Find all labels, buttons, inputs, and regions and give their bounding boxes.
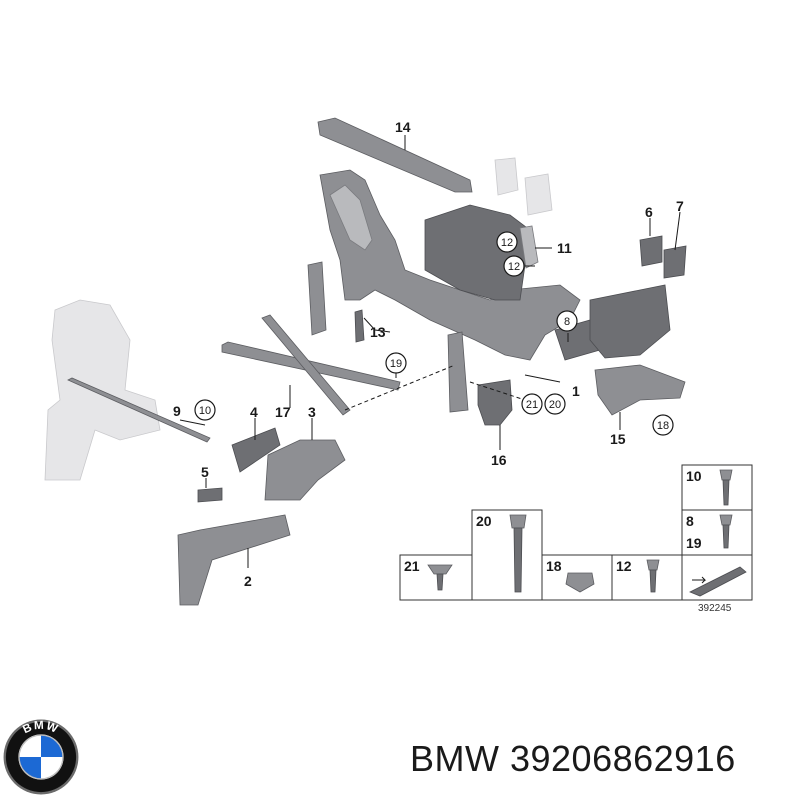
diagram-ref-number: 392245 (698, 603, 732, 614)
table-label-19: 19 (686, 535, 702, 551)
wedge-symbol-icon (689, 566, 747, 597)
table-label-18: 18 (546, 558, 562, 574)
callout-12a-circle (496, 231, 518, 253)
callout-19: 19 (390, 358, 402, 370)
front-frame-part (307, 169, 601, 413)
callout-16: 16 (491, 452, 507, 468)
callout-8-circle (556, 310, 578, 332)
callout-17: 17 (275, 404, 291, 420)
part-17-xbrace (221, 314, 401, 416)
callout-10-circle (194, 399, 216, 421)
callout-1: 1 (572, 383, 580, 399)
part-13-bracket (354, 309, 365, 343)
callout-20: 20 (549, 399, 561, 411)
table-label-21: 21 (404, 558, 420, 574)
callout-10: 10 (199, 405, 211, 417)
part-3-mount (264, 439, 346, 501)
table-label-8: 8 (686, 513, 694, 529)
callout-12a: 12 (501, 237, 513, 249)
part-5-block (197, 487, 223, 503)
screw-21-icon (427, 564, 453, 575)
callout-18: 18 (657, 420, 669, 432)
callout-11: 11 (557, 240, 572, 256)
callout-7: 7 (676, 198, 684, 214)
table-label-20: 20 (476, 513, 492, 529)
callout-12b: 12 (508, 261, 520, 273)
part-4-bracket (231, 427, 281, 473)
part-9-rod (67, 377, 211, 443)
callout-21: 21 (526, 399, 538, 411)
part-11-bracket (519, 225, 539, 269)
part-7-plate (663, 245, 687, 279)
callout-9: 9 (173, 403, 181, 419)
bmw-roundel-icon: BMW (3, 719, 79, 795)
part-15-upper (589, 284, 671, 359)
svg-text:BMW: BMW (21, 719, 61, 737)
brand-part-number: BMW 39206862916 (410, 738, 736, 779)
callout-12b-circle (503, 255, 525, 277)
bolt-12-icon (646, 559, 660, 571)
callout-5: 5 (201, 464, 209, 480)
callout-3: 3 (308, 404, 316, 420)
bolt-10-icon (719, 469, 733, 481)
callout-8: 8 (564, 316, 570, 328)
callout-21-circle (521, 393, 543, 415)
callout-2: 2 (244, 573, 252, 589)
callout-20-circle (544, 393, 566, 415)
callout-19-circle (385, 352, 407, 374)
leader-lines (179, 135, 681, 568)
table-cell-21 (399, 554, 473, 601)
table-cell-10 (681, 464, 753, 511)
callout-18-circle (652, 414, 674, 436)
table-label-10: 10 (686, 468, 702, 484)
bolt-20-icon (509, 514, 527, 529)
part-16-bracket (477, 379, 513, 426)
part-6-plate (639, 235, 663, 267)
part-2-member (177, 514, 291, 606)
callout-14: 14 (395, 119, 411, 135)
part-13-wire (363, 317, 391, 333)
callout-6: 6 (645, 204, 653, 220)
callout-4: 4 (250, 404, 258, 420)
nut-18-icon (565, 572, 595, 593)
ghost-parts (44, 157, 553, 481)
circled-callouts: 8 10 12 12 18 19 20 21 (194, 231, 674, 436)
fastener-table: 21 20 18 12 10 8 19 392245 (399, 464, 753, 614)
arrow-symbol-icon (692, 576, 707, 584)
bolt-8-icon (719, 514, 733, 526)
callout-13: 13 (370, 324, 386, 340)
table-label-12: 12 (616, 558, 632, 574)
part-14-crossbar (317, 117, 473, 193)
callout-15: 15 (610, 431, 626, 447)
callout-labels: 1 2 3 4 5 6 7 9 11 13 14 15 16 17 (173, 119, 684, 589)
part-15-rail (594, 364, 686, 416)
